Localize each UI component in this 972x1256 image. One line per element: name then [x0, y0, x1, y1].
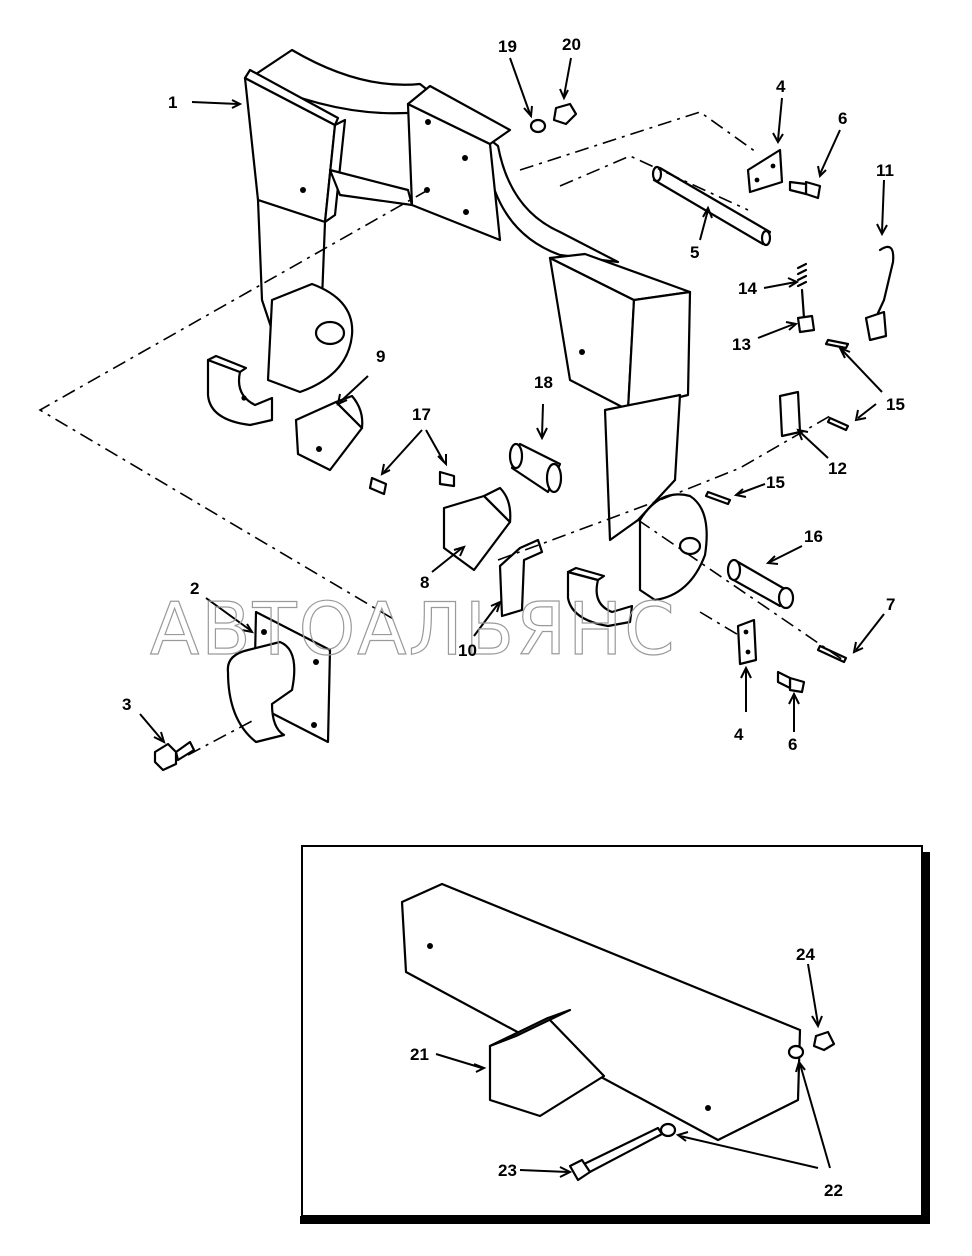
- label-part-1: 1: [168, 93, 177, 112]
- bolt-17-b: [438, 470, 456, 488]
- bracket-4-upper: [746, 148, 784, 194]
- label-part-3: 3: [122, 695, 131, 714]
- label-part-22: 22: [824, 1181, 843, 1200]
- label-part-10: 10: [458, 641, 477, 660]
- label-part-20: 20: [562, 35, 581, 54]
- pin-15-b: [826, 416, 850, 432]
- block-9: [294, 394, 364, 472]
- label-part-13: 13: [732, 335, 751, 354]
- label-part-4-upper: 4: [776, 77, 786, 96]
- label-part-23: 23: [498, 1161, 517, 1180]
- hook-plate: [226, 610, 332, 744]
- label-part-7: 7: [886, 595, 895, 614]
- bolt-17-a: [368, 476, 388, 496]
- label-part-16: 16: [804, 527, 823, 546]
- main-frame: [206, 48, 708, 628]
- label-part-6-upper: 6: [838, 109, 847, 128]
- watermark: АВТОАЛЬЯНС: [150, 587, 677, 671]
- bolt-6-lower: [776, 670, 806, 694]
- label-part-9: 9: [376, 347, 385, 366]
- bolt-6-upper: [788, 180, 822, 200]
- pin-15-c: [704, 490, 732, 506]
- label-part-17: 17: [412, 405, 431, 424]
- pin-15-a: [824, 338, 850, 350]
- pin-16: [726, 558, 795, 610]
- label-part-24: 24: [796, 945, 815, 964]
- washer-19: [529, 118, 547, 134]
- label-part-15-lower: 15: [766, 473, 785, 492]
- part-labels: 1 19 20 4 6 11 5 14 13 15 12 15 16 7 4 6…: [122, 35, 905, 1200]
- inset-panel: [300, 845, 930, 1224]
- hook-11: [870, 245, 895, 328]
- latch-10: [498, 538, 544, 618]
- label-part-5: 5: [690, 243, 699, 262]
- label-part-2: 2: [190, 579, 199, 598]
- spring-clip-13-14: [796, 262, 816, 334]
- assembly-lines: [38, 111, 847, 756]
- bolt-3: [153, 740, 196, 772]
- bracket-4-lower: [736, 618, 758, 666]
- leader-arrows: [139, 57, 888, 1178]
- label-part-18: 18: [534, 373, 553, 392]
- label-part-21: 21: [410, 1045, 429, 1064]
- label-part-8: 8: [420, 573, 429, 592]
- nut-20: [552, 102, 578, 126]
- label-part-6-lower: 6: [788, 735, 797, 754]
- sleeve-18: [508, 442, 563, 494]
- label-part-12: 12: [828, 459, 847, 478]
- label-part-15-upper: 15: [886, 395, 905, 414]
- pin-7: [816, 644, 848, 664]
- label-part-14: 14: [738, 279, 757, 298]
- pin-5: [651, 165, 772, 247]
- label-part-4-lower: 4: [734, 725, 744, 744]
- block-8: [442, 486, 512, 572]
- label-part-11: 11: [876, 161, 894, 180]
- label-part-19: 19: [498, 37, 517, 56]
